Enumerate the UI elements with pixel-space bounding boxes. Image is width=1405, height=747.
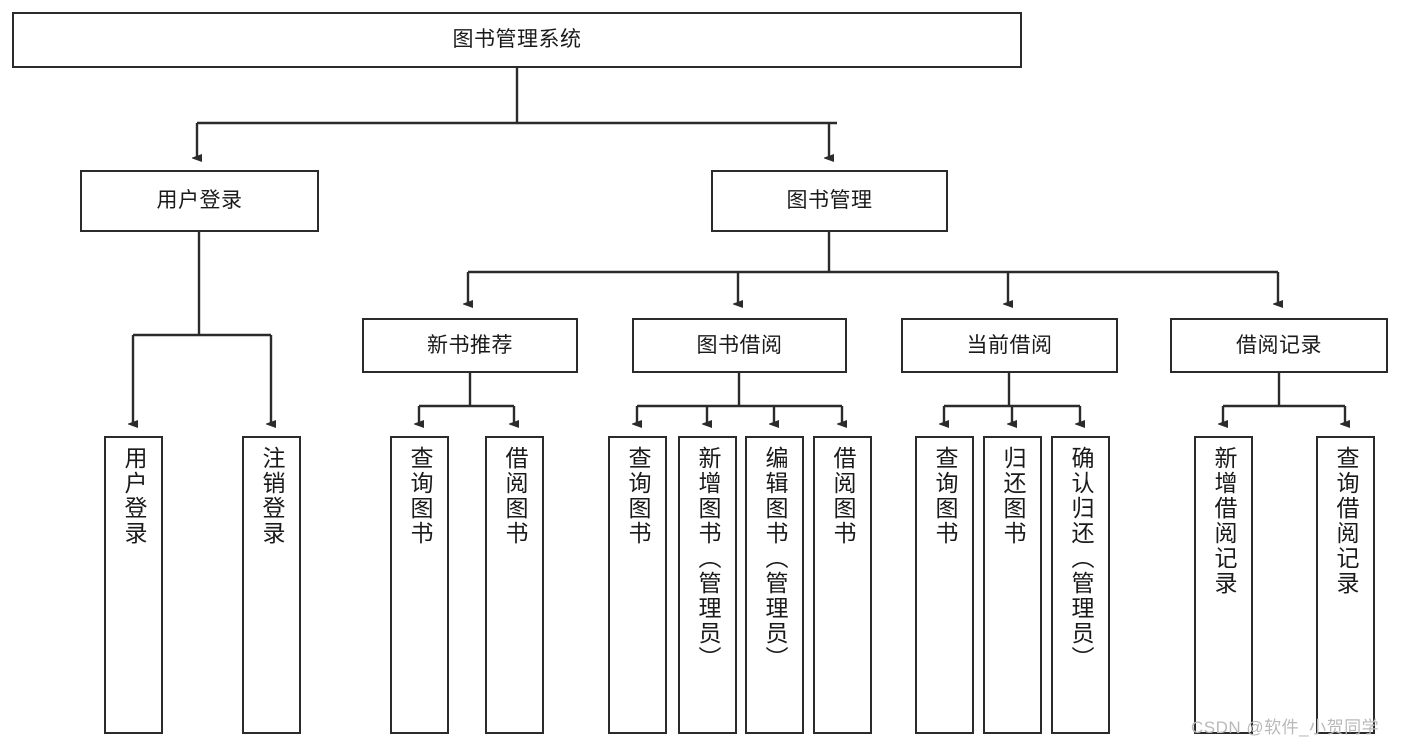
node-book-management[interactable]: 图书管理 <box>711 170 948 232</box>
leaf-book-borrow-add-book-admin[interactable]: 新增图书（管理员） <box>678 436 737 734</box>
leaf-current-borrow-query-book[interactable]: 查询图书 <box>915 436 974 734</box>
leaf-book-borrow-query-book[interactable]: 查询图书 <box>608 436 667 734</box>
leaf-user-login-logout[interactable]: 注销登录 <box>242 436 301 734</box>
node-label: 新增图书（管理员） <box>695 446 721 671</box>
leaf-new-book-borrow-book[interactable]: 借阅图书 <box>485 436 544 734</box>
leaf-borrow-record-add-record[interactable]: 新增借阅记录 <box>1194 436 1253 734</box>
node-label: 新增借阅记录 <box>1211 446 1237 596</box>
node-label: 查询图书 <box>625 446 651 546</box>
leaf-new-book-query-book[interactable]: 查询图书 <box>390 436 449 734</box>
node-user-login[interactable]: 用户登录 <box>80 170 319 232</box>
leaf-book-borrow-borrow-book[interactable]: 借阅图书 <box>813 436 872 734</box>
node-label: 借阅记录 <box>1236 333 1322 357</box>
node-label: 图书借阅 <box>696 333 783 357</box>
node-label: 查询图书 <box>407 446 433 546</box>
leaf-book-borrow-edit-book-admin[interactable]: 编辑图书（管理员） <box>745 436 804 734</box>
leaf-current-borrow-confirm-return-admin[interactable]: 确认归还（管理员） <box>1051 436 1110 734</box>
node-label: 当前借阅 <box>966 333 1053 357</box>
node-label: 查询图书 <box>932 446 958 546</box>
leaf-current-borrow-return-book[interactable]: 归还图书 <box>983 436 1042 734</box>
node-label: 借阅图书 <box>502 446 528 546</box>
node-label: 图书管理 <box>786 189 873 213</box>
node-label: 新书推荐 <box>427 333 513 357</box>
node-label: 编辑图书（管理员） <box>762 446 788 671</box>
node-label: 查询借阅记录 <box>1333 446 1359 596</box>
node-root-book-management-system[interactable]: 图书管理系统 <box>12 12 1022 68</box>
node-current-borrow[interactable]: 当前借阅 <box>901 318 1118 373</box>
node-label: 注销登录 <box>259 446 285 546</box>
leaf-user-login-login[interactable]: 用户登录 <box>104 436 163 734</box>
node-book-borrow[interactable]: 图书借阅 <box>632 318 847 373</box>
node-label: 图书管理系统 <box>452 28 582 52</box>
node-label: 用户登录 <box>121 446 147 546</box>
node-label: 确认归还（管理员） <box>1068 446 1094 671</box>
node-new-book-recommend[interactable]: 新书推荐 <box>362 318 578 373</box>
node-label: 用户登录 <box>156 189 243 213</box>
node-label: 借阅图书 <box>830 446 856 546</box>
node-label: 归还图书 <box>1000 446 1026 546</box>
node-borrow-record[interactable]: 借阅记录 <box>1170 318 1388 373</box>
csdn-watermark: CSDN @软件_小贺同学 <box>1191 718 1380 737</box>
leaf-borrow-record-query-record[interactable]: 查询借阅记录 <box>1316 436 1375 734</box>
